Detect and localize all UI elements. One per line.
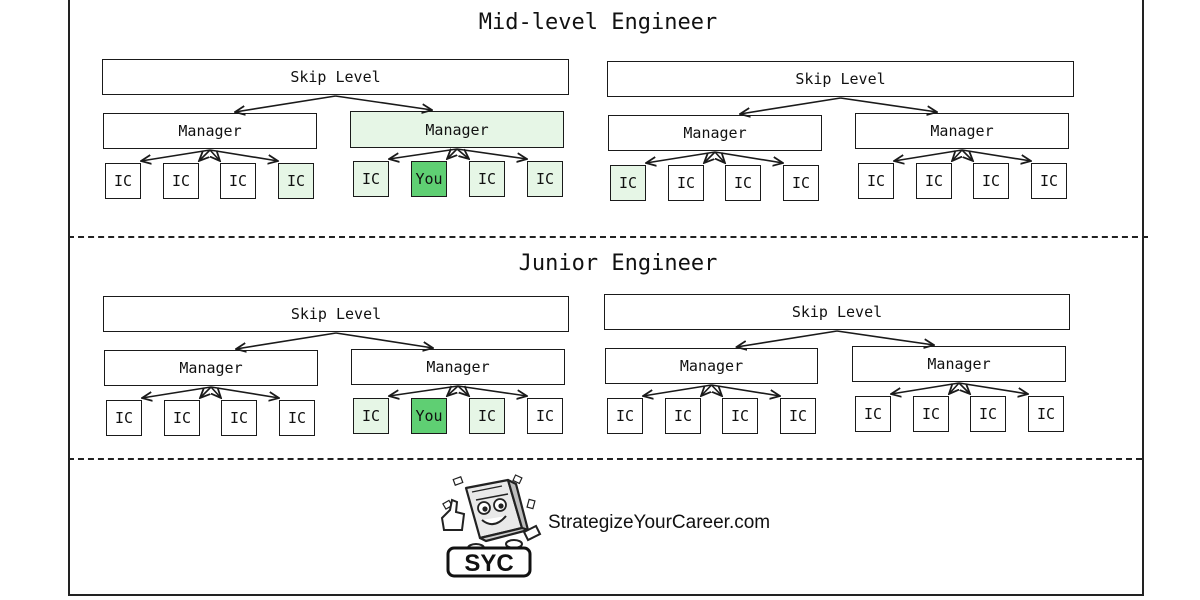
you-box: You <box>411 398 447 434</box>
manager-box: Manager <box>608 115 822 151</box>
ic-box: IC <box>973 163 1009 199</box>
site-url: StrategizeYourCareer.com <box>548 512 771 533</box>
skip-level-box: Skip Level <box>604 294 1070 330</box>
section-divider <box>68 458 1142 460</box>
ic-box: IC <box>469 398 505 434</box>
ic-box: IC <box>725 165 761 201</box>
ic-box: IC <box>106 400 142 436</box>
ic-box: IC <box>913 396 949 432</box>
ic-box: IC <box>607 398 643 434</box>
skip-level-box: Skip Level <box>103 296 569 332</box>
ic-box: IC <box>527 398 563 434</box>
ic-box: IC <box>353 398 389 434</box>
ic-box: IC <box>783 165 819 201</box>
ic-box: IC <box>469 161 505 197</box>
ic-box: IC <box>668 165 704 201</box>
section-title: Junior Engineer <box>518 251 718 276</box>
ic-box: IC <box>527 161 563 197</box>
ic-box: IC <box>279 400 315 436</box>
ic-box: IC <box>855 396 891 432</box>
manager-box: Manager <box>350 111 564 148</box>
you-box: You <box>411 161 447 197</box>
ic-box: IC <box>105 163 141 199</box>
diagram-frame <box>68 0 1144 596</box>
syc-logo: SYC <box>436 470 546 580</box>
ic-box: IC <box>221 400 257 436</box>
ic-box: IC <box>665 398 701 434</box>
manager-box: Manager <box>605 348 818 384</box>
ic-box: IC <box>163 163 199 199</box>
ic-box: IC <box>970 396 1006 432</box>
ic-box: IC <box>780 398 816 434</box>
ic-box: IC <box>164 400 200 436</box>
manager-box: Manager <box>351 349 565 385</box>
ic-box: IC <box>722 398 758 434</box>
manager-box: Manager <box>852 346 1066 382</box>
ic-box: IC <box>278 163 314 199</box>
ic-box: IC <box>1031 163 1067 199</box>
manager-box: Manager <box>103 113 317 149</box>
ic-box: IC <box>353 161 389 197</box>
section-divider <box>68 236 1148 238</box>
ic-box: IC <box>610 165 646 201</box>
skip-level-box: Skip Level <box>607 61 1074 97</box>
manager-box: Manager <box>855 113 1069 149</box>
ic-box: IC <box>916 163 952 199</box>
skip-level-box: Skip Level <box>102 59 569 95</box>
manager-box: Manager <box>104 350 318 386</box>
ic-box: IC <box>858 163 894 199</box>
ic-box: IC <box>220 163 256 199</box>
section-title: Mid-level Engineer <box>478 10 718 35</box>
logo-text: SYC <box>464 550 513 577</box>
ic-box: IC <box>1028 396 1064 432</box>
